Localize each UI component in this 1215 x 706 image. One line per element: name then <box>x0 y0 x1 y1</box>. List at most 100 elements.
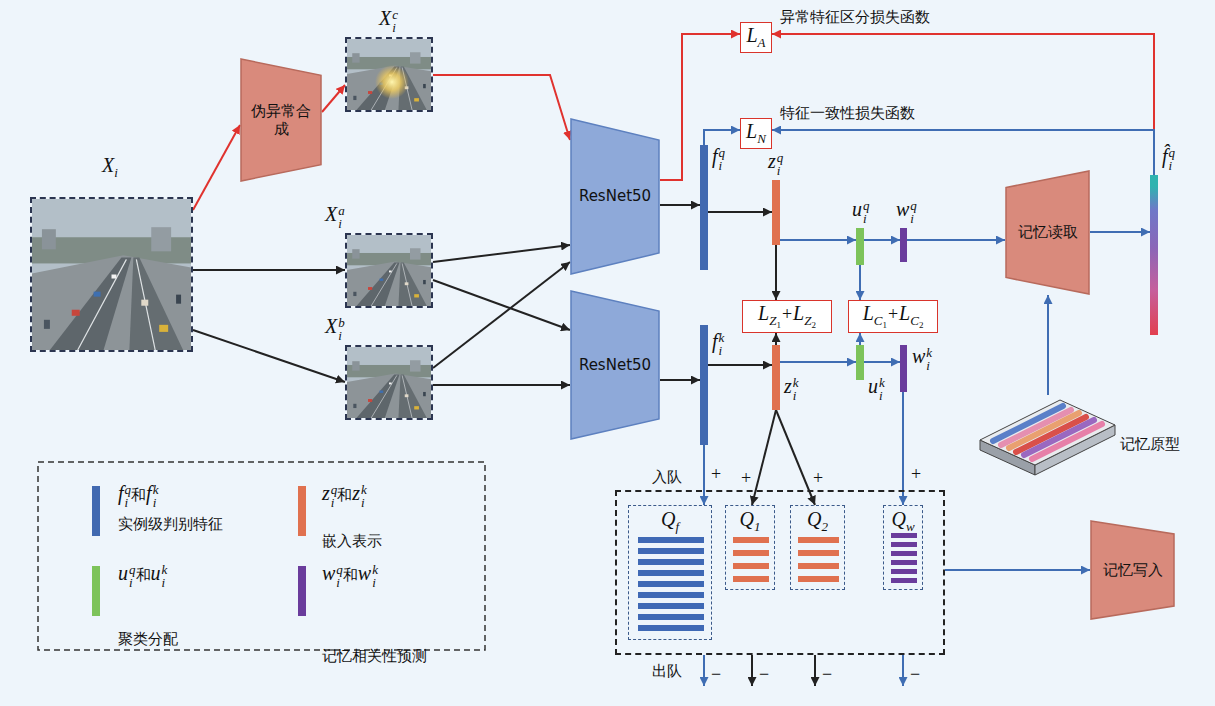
math-operator: + <box>740 468 752 488</box>
superscript: k <box>372 563 378 576</box>
flow-arrow <box>193 125 240 210</box>
text-label: 出队 <box>652 662 682 680</box>
process-trapezoid: 伪异常合成 <box>240 58 322 182</box>
text-group: zqi <box>768 150 783 177</box>
text-holder: zki <box>784 375 799 402</box>
math-operator: + <box>710 464 722 484</box>
flow-arrow <box>772 34 1154 175</box>
subscript: i <box>879 389 885 402</box>
subscript: Z <box>769 313 776 328</box>
flow-arrow <box>945 569 1090 571</box>
text-group: Xbi <box>325 315 345 342</box>
trapezoid-outline <box>241 59 321 181</box>
text-group: ResNet50 <box>579 187 651 205</box>
math-symbol: u <box>118 562 128 584</box>
flow-arrow <box>660 379 700 381</box>
script-stack: ki <box>879 376 885 402</box>
text-holder: LC1+LC2 <box>849 301 937 332</box>
free-label: + <box>740 468 752 489</box>
script-stack: qi <box>125 483 132 509</box>
text-holder: 伪异常合成 <box>240 58 322 182</box>
text-group: zki <box>784 375 799 402</box>
script-stack: qi <box>336 563 343 589</box>
subscript: i <box>793 389 799 402</box>
flow-arrow <box>859 265 861 300</box>
free-label: − <box>821 664 833 685</box>
text-group: 记忆写入 <box>1103 561 1163 579</box>
text-group: 记忆原型 <box>1120 435 1180 453</box>
subscript: 2 <box>821 519 828 534</box>
math-symbol: f <box>712 330 718 352</box>
text-holder: Xci <box>379 7 398 34</box>
subscript: i <box>153 496 159 509</box>
script-stack: bi <box>338 316 345 342</box>
flow-arrow <box>907 239 1005 241</box>
text-holder: fqi <box>712 145 725 172</box>
flow-arrow <box>660 204 700 206</box>
superscript: q <box>331 483 338 496</box>
flow-arrow <box>193 330 345 382</box>
text-group: 出队 <box>652 662 682 680</box>
legend-text: 嵌入表示 <box>322 533 1215 550</box>
free-label: 特征一致性损失函数 <box>780 104 915 122</box>
flow-arrow <box>708 211 772 213</box>
free-label: 异常特征区分损失函数 <box>780 8 930 26</box>
reconstructed-feature: f̂qi <box>1150 175 1158 335</box>
text-holder: Qw <box>884 508 922 534</box>
math-symbol: w <box>358 562 371 584</box>
free-label: − <box>758 664 770 685</box>
subscript: 2 <box>811 320 816 330</box>
math-operator: − <box>821 664 833 684</box>
script-stack: ki <box>926 346 932 372</box>
legend-swatch <box>92 486 100 536</box>
text-group: f̂qi <box>1162 145 1175 172</box>
input-image: Xi <box>30 197 193 352</box>
free-label: wqi和wki <box>322 562 378 589</box>
text-label: 异常特征区分损失函数 <box>780 8 930 26</box>
flow-arrow <box>433 75 570 140</box>
flow-arrow <box>864 361 900 363</box>
flow-arrow <box>708 364 772 366</box>
flow-arrow <box>322 85 345 112</box>
script-stack: ci <box>392 8 398 34</box>
free-label: − <box>710 664 722 685</box>
text-holder: LZ1+LZ2 <box>743 301 831 332</box>
subscript: i <box>719 344 725 357</box>
math-symbol: L <box>793 302 804 324</box>
input-image: Xbi <box>345 345 433 420</box>
flow-arrow <box>433 384 570 386</box>
flow-arrow <box>780 361 856 363</box>
memory-prototype: 记忆原型 <box>975 395 1115 485</box>
text-group: uqi <box>852 198 870 225</box>
trapezoid-outline <box>571 119 659 274</box>
subscript: i <box>331 496 338 509</box>
math-operator: + <box>910 464 922 484</box>
text-holder: ResNet50 <box>570 290 660 440</box>
text-group: wqi <box>896 198 917 225</box>
encoder-trapezoid: ResNet50 <box>570 118 660 275</box>
loss-box: LC1+LC2 <box>848 300 938 333</box>
text-holder: 入队 <box>652 468 682 486</box>
legend-text: 实例级判别特征 <box>118 516 1215 533</box>
math-symbol: z <box>768 150 776 172</box>
memory-bank <box>980 400 1115 475</box>
math-symbol: L <box>746 24 757 46</box>
text-group: LZ1+LZ2 <box>758 302 816 330</box>
script-stack: ki <box>361 483 367 509</box>
math-symbol: X <box>102 154 114 176</box>
text-holder: zqi <box>768 150 783 177</box>
subscript: i <box>719 159 726 172</box>
text-holder: f̂qi <box>1162 145 1175 172</box>
text-label: 和 <box>337 486 352 504</box>
math-symbol: z <box>352 482 360 504</box>
subscript: i <box>392 21 398 34</box>
legend-swatch <box>92 566 100 616</box>
text-group: fqi <box>712 145 725 172</box>
subscript: i <box>926 359 932 372</box>
subscript: i <box>338 329 345 342</box>
flow-arrow <box>859 333 861 345</box>
flow-arrow <box>772 130 1154 175</box>
free-label: fqi和fki <box>118 482 158 509</box>
superscript: q <box>129 563 136 576</box>
queue-slot: Q2 <box>790 505 845 590</box>
